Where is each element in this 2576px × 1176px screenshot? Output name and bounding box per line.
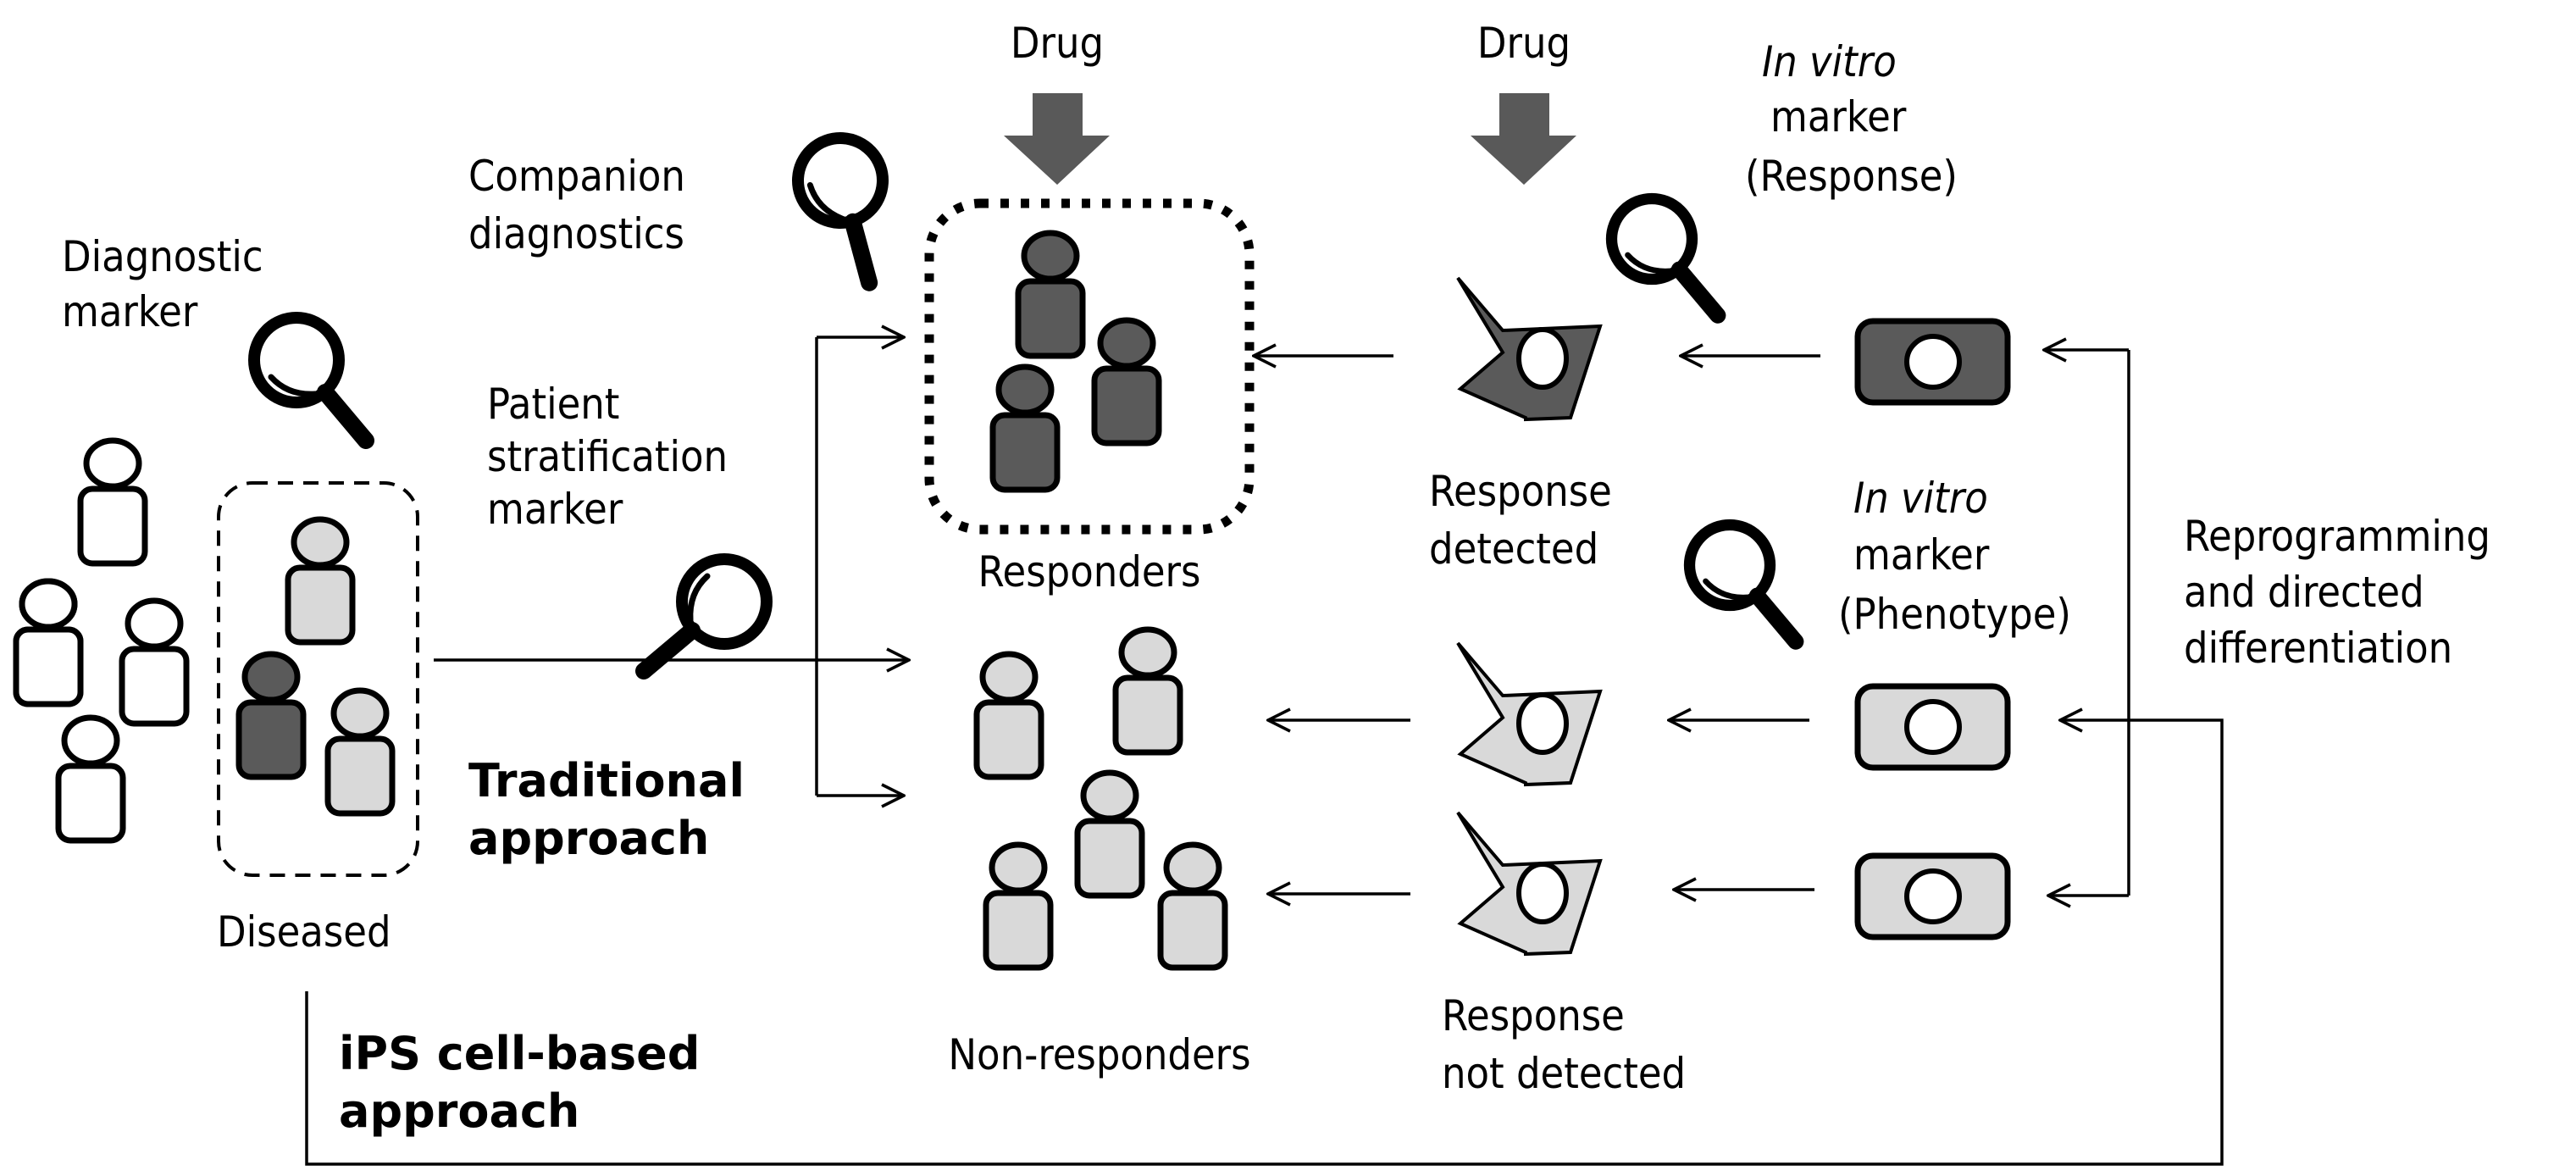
diseased-label: Diseased — [217, 907, 391, 957]
person-icon-non-responder — [973, 651, 1044, 780]
ips-loop-line — [305, 720, 2224, 1166]
cells — [1456, 276, 2011, 957]
drug-label-1: Drug — [1011, 19, 1104, 68]
nucleus — [1904, 868, 1962, 924]
nucleus — [1904, 334, 1962, 390]
ips-derived-cell — [1854, 852, 2011, 940]
ips-derived-cell — [1854, 318, 2011, 406]
person-icon-diseased — [324, 687, 396, 817]
down-arrow-icon — [1004, 93, 1110, 185]
responders-label: Responders — [978, 547, 1201, 596]
person-icon-non-responder — [1112, 626, 1183, 756]
person-body — [989, 412, 1061, 493]
differentiated-cell — [1456, 641, 1603, 787]
in-vitro-phenotype-label: In vitro marker (Phenotype) — [1838, 474, 2071, 639]
person-body — [1091, 365, 1162, 447]
drug-arrow-1 — [1004, 93, 1110, 185]
person-body — [983, 890, 1054, 971]
differentiated-cell — [1456, 811, 1603, 957]
person-head — [125, 597, 184, 650]
response-detected-label: Response detected — [1429, 467, 1624, 574]
diseased-group-box — [217, 481, 419, 877]
nucleus — [1904, 699, 1962, 755]
differentiated-cell — [1456, 276, 1603, 422]
person-body — [1074, 818, 1145, 899]
person-head — [291, 516, 350, 569]
person-head — [979, 651, 1039, 703]
person-head — [1080, 769, 1139, 822]
person-head — [330, 687, 390, 740]
person-body — [285, 564, 356, 646]
person-icon-population — [13, 578, 84, 707]
person-head — [19, 578, 78, 630]
person-icon-responder — [1091, 317, 1162, 447]
nucleus — [1516, 327, 1569, 390]
magnifier-icon-phenotype — [1690, 525, 1796, 642]
traditional-approach-label: Traditional approach — [468, 754, 761, 865]
non-responders-label: Non-responders — [948, 1030, 1250, 1079]
person-icon-responder — [1015, 230, 1086, 359]
connectors — [305, 337, 2224, 1166]
person-body — [77, 485, 148, 567]
drug-arrow-2 — [1471, 93, 1576, 185]
down-arrow-icon — [1471, 93, 1576, 185]
person-icon-non-responder — [983, 841, 1054, 971]
person-head — [61, 714, 120, 767]
person-head — [989, 841, 1048, 894]
person-body — [1157, 890, 1228, 971]
person-head — [1118, 626, 1177, 679]
person-body — [324, 735, 396, 817]
person-head — [1021, 230, 1080, 282]
person-head — [1163, 841, 1222, 894]
in-vitro-response-label: In vitro marker (Response) — [1745, 37, 1958, 201]
magnifier-icon-companion — [768, 125, 922, 283]
person-head — [995, 363, 1055, 416]
magnifier-icon-stratification — [644, 559, 767, 671]
person-head — [241, 651, 301, 703]
person-body — [1112, 674, 1183, 756]
person-body — [1015, 278, 1086, 359]
person-body — [55, 763, 126, 844]
reprogramming-label: Reprogramming and directed differentiati… — [2184, 512, 2502, 673]
person-body — [13, 626, 84, 707]
nucleus — [1516, 692, 1569, 755]
ips-derived-cell — [1854, 683, 2011, 771]
person-icon-non-responder — [1074, 769, 1145, 899]
person-body — [973, 699, 1044, 780]
person-icon-non-responder — [1157, 841, 1228, 971]
person-icon-population — [77, 437, 148, 567]
person-icon-population — [119, 597, 190, 727]
labels: Diagnostic marker Companion diagnostics … — [62, 19, 2502, 1138]
person-head — [83, 437, 142, 490]
person-icon-diseased — [235, 651, 307, 780]
diagnostic-marker-label: Diagnostic marker — [62, 232, 275, 336]
patient-stratification-label: Patient stratification marker — [487, 380, 740, 534]
magnifier-icon-diagnostic — [254, 318, 366, 441]
person-icon-diseased — [285, 516, 356, 646]
magnifier-icon-response — [1612, 199, 1718, 316]
people — [13, 230, 1228, 971]
person-icon-responder — [989, 363, 1061, 493]
response-not-detected-label: Response not detected — [1442, 991, 1686, 1098]
nucleus — [1516, 862, 1569, 924]
person-body — [235, 699, 307, 780]
companion-diagnostics-label: Companion diagnostics — [468, 152, 697, 258]
person-body — [119, 646, 190, 727]
responders-group-box — [924, 198, 1255, 535]
drug-label-2: Drug — [1477, 19, 1571, 68]
ips-approach-label: iPS cell-based approach — [339, 1027, 716, 1138]
person-icon-population — [55, 714, 126, 844]
person-head — [1097, 317, 1156, 369]
